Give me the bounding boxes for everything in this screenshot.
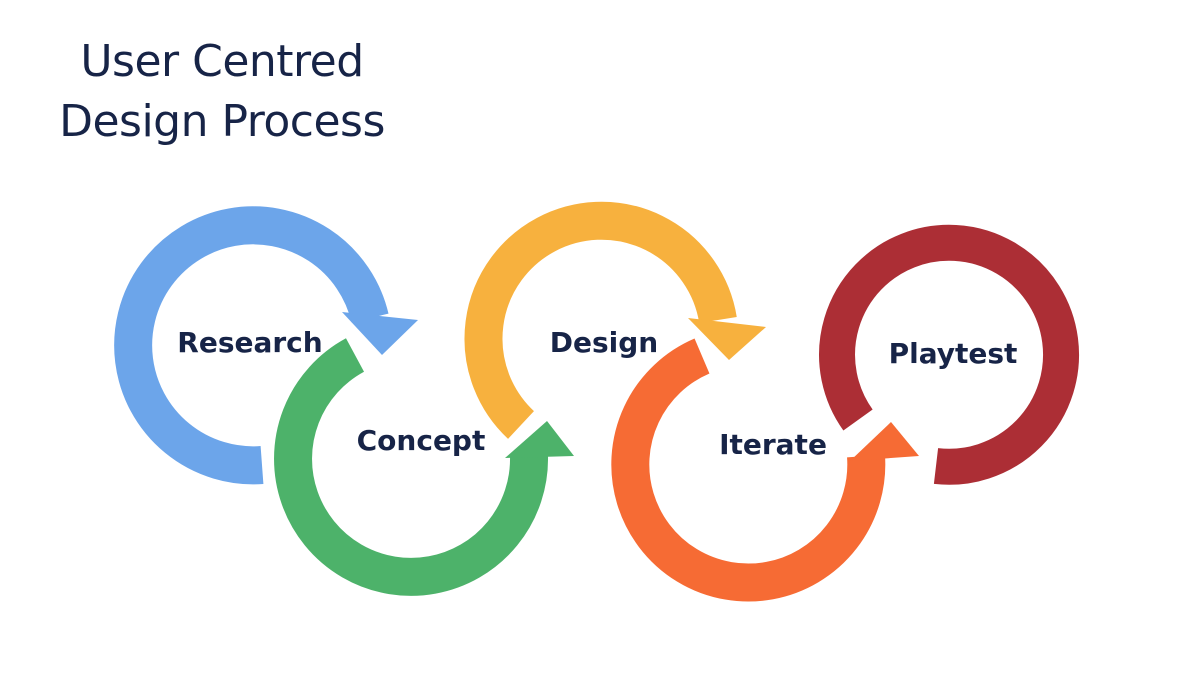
design-arrow [464,201,737,439]
title-line-2: Design Process [59,96,385,147]
stage-playtest: Playtest [819,224,1079,485]
design-arrowhead [688,318,766,360]
concept-arrowhead [505,421,574,458]
research-label: Research [177,326,322,359]
iterate-arrow [611,338,886,602]
iterate-arrowhead [850,422,919,461]
design-label: Design [550,326,658,359]
research-arrow [114,206,389,485]
concept-label: Concept [357,424,486,457]
title-line-1: User Centred [80,36,364,87]
research-arrowhead [342,312,418,355]
stage-iterate: Iterate [611,338,919,602]
page-title: User Centred Design Process [32,32,412,152]
playtest-label: Playtest [889,337,1018,370]
iterate-label: Iterate [719,428,827,461]
stage-concept: Concept [274,338,574,596]
playtest-arrow [819,224,1079,485]
stage-research: Research [114,206,418,485]
stage-design: Design [464,201,766,439]
concept-arrow [274,338,549,596]
